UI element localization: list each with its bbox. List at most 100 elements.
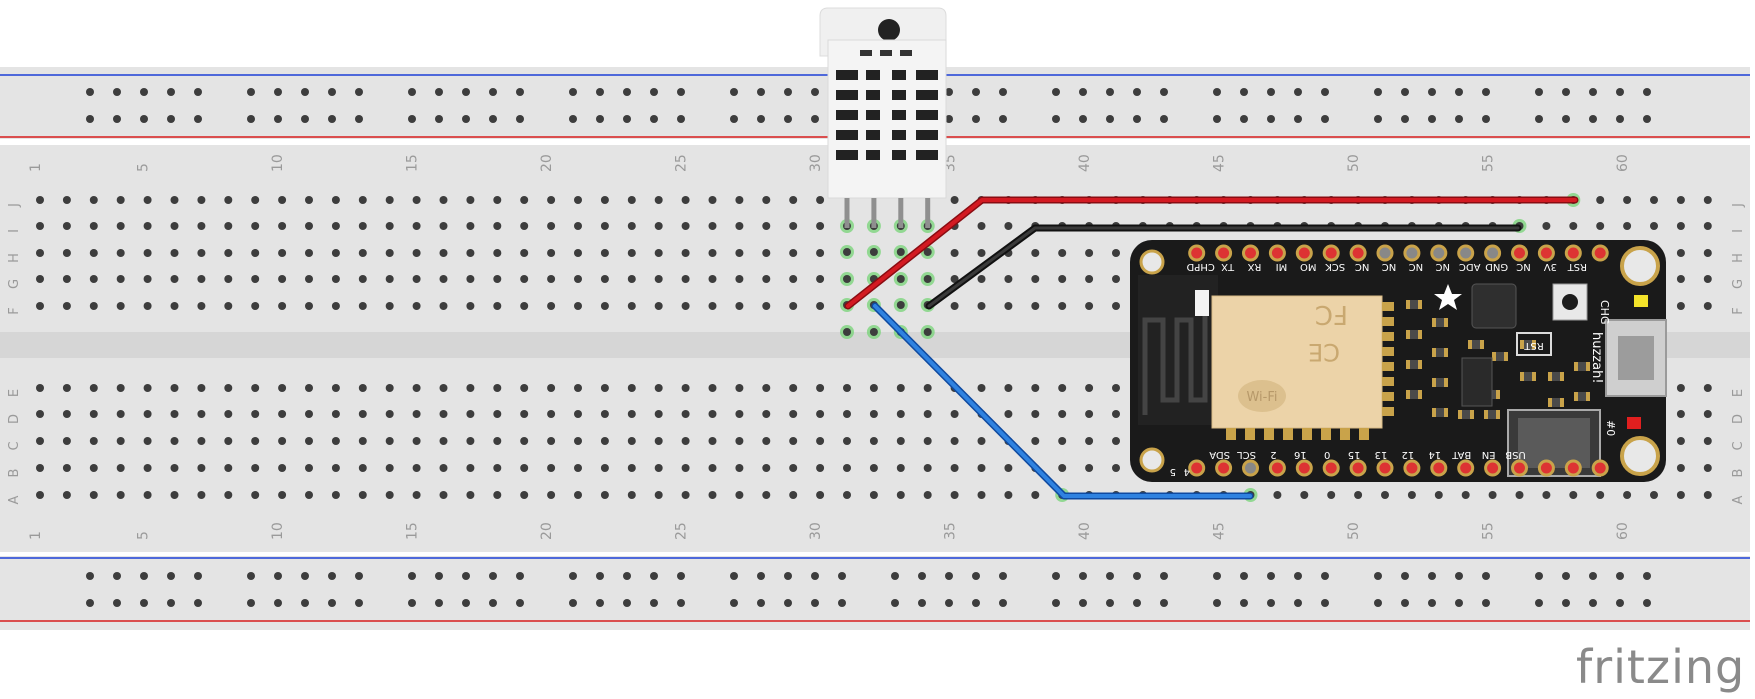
bottom-rail-hole[interactable] <box>1428 572 1436 580</box>
breadboard-hole[interactable] <box>681 464 690 472</box>
top-rail-hole[interactable] <box>1240 115 1248 123</box>
bottom-rail-hole[interactable] <box>435 599 443 607</box>
breadboard-hole[interactable] <box>331 222 340 230</box>
breadboard-hole[interactable] <box>224 384 233 392</box>
breadboard-hole[interactable] <box>762 196 771 204</box>
breadboard-hole[interactable] <box>197 410 206 418</box>
breadboard-hole[interactable] <box>412 275 421 283</box>
bottom-rail-hole[interactable] <box>301 572 309 580</box>
breadboard-hole[interactable] <box>627 302 636 310</box>
header-pin[interactable] <box>1511 244 1528 262</box>
breadboard-hole[interactable] <box>466 410 475 418</box>
bottom-rail-hole[interactable] <box>274 572 282 580</box>
breadboard-hole[interactable] <box>843 464 851 472</box>
breadboard-hole[interactable] <box>654 384 663 392</box>
header-pin[interactable] <box>1242 244 1259 262</box>
breadboard-hole[interactable] <box>735 410 744 418</box>
breadboard-hole[interactable] <box>1273 491 1282 499</box>
breadboard-hole[interactable] <box>1650 222 1658 230</box>
bottom-rail-hole[interactable] <box>516 572 524 580</box>
breadboard-hole[interactable] <box>547 464 556 472</box>
bottom-rail-hole[interactable] <box>1401 599 1409 607</box>
breadboard-hole[interactable] <box>520 222 529 230</box>
breadboard-hole[interactable] <box>1623 196 1632 204</box>
top-rail-hole[interactable] <box>1133 88 1141 96</box>
breadboard-hole[interactable] <box>1515 491 1524 499</box>
breadboard-hole[interactable] <box>385 222 394 230</box>
breadboard-hole[interactable] <box>62 302 71 310</box>
top-rail-hole[interactable] <box>1589 115 1597 123</box>
breadboard-hole[interactable] <box>735 464 744 472</box>
top-rail-hole[interactable] <box>462 88 470 96</box>
breadboard-hole[interactable] <box>547 275 556 283</box>
breadboard-hole[interactable] <box>600 437 609 445</box>
top-rail-hole[interactable] <box>1455 115 1463 123</box>
breadboard-hole[interactable] <box>224 410 233 418</box>
breadboard-hole[interactable] <box>869 328 878 336</box>
breadboard-hole[interactable] <box>762 464 771 472</box>
breadboard-hole[interactable] <box>520 302 529 310</box>
breadboard-hole[interactable] <box>627 464 636 472</box>
breadboard-hole[interactable] <box>600 196 609 204</box>
breadboard-hole[interactable] <box>1703 384 1712 392</box>
top-rail-hole[interactable] <box>194 88 202 96</box>
breadboard-hole[interactable] <box>950 491 959 499</box>
breadboard-hole[interactable] <box>89 464 98 472</box>
breadboard-hole[interactable] <box>896 301 905 309</box>
bottom-rail-hole[interactable] <box>408 572 416 580</box>
breadboard-hole[interactable] <box>574 437 582 445</box>
breadboard-hole[interactable] <box>762 384 771 392</box>
breadboard-hole[interactable] <box>224 275 233 283</box>
bottom-rail-hole[interactable] <box>1562 599 1570 607</box>
breadboard-hole[interactable] <box>1488 491 1497 499</box>
breadboard-hole[interactable] <box>143 384 152 392</box>
breadboard-hole[interactable] <box>574 222 582 230</box>
bottom-rail-hole[interactable] <box>1240 572 1248 580</box>
bottom-rail-hole[interactable] <box>838 599 846 607</box>
top-rail-hole[interactable] <box>757 88 765 96</box>
header-pin[interactable] <box>1457 459 1475 477</box>
breadboard-hole[interactable] <box>1596 222 1605 230</box>
breadboard-hole[interactable] <box>1085 384 1094 392</box>
breadboard-hole[interactable] <box>1703 464 1712 472</box>
breadboard-hole[interactable] <box>735 196 744 204</box>
breadboard-hole[interactable] <box>493 249 502 257</box>
breadboard-hole[interactable] <box>681 222 690 230</box>
bottom-rail-hole[interactable] <box>194 572 202 580</box>
breadboard-hole[interactable] <box>116 302 125 310</box>
breadboard-hole[interactable] <box>1112 410 1120 418</box>
header-pin[interactable] <box>1188 244 1206 262</box>
breadboard-hole[interactable] <box>735 491 744 499</box>
breadboard-hole[interactable] <box>493 222 502 230</box>
breadboard-hole[interactable] <box>1031 275 1040 283</box>
breadboard-hole[interactable] <box>278 491 287 499</box>
breadboard-hole[interactable] <box>869 410 878 418</box>
breadboard-hole[interactable] <box>1703 491 1712 499</box>
breadboard-hole[interactable] <box>1676 464 1685 472</box>
breadboard-hole[interactable] <box>278 249 287 257</box>
breadboard-hole[interactable] <box>735 384 744 392</box>
bottom-rail-hole[interactable] <box>489 599 497 607</box>
header-pin[interactable] <box>1484 459 1502 477</box>
breadboard-hole[interactable] <box>1703 196 1712 204</box>
breadboard-hole[interactable] <box>493 410 502 418</box>
bottom-rail-hole[interactable] <box>1294 599 1302 607</box>
breadboard-hole[interactable] <box>89 275 98 283</box>
bottom-rail-hole[interactable] <box>435 572 443 580</box>
breadboard-hole[interactable] <box>331 196 340 204</box>
breadboard-hole[interactable] <box>708 196 717 204</box>
breadboard-hole[interactable] <box>358 222 367 230</box>
bottom-rail-hole[interactable] <box>1455 572 1463 580</box>
bottom-rail-hole[interactable] <box>328 572 336 580</box>
breadboard-hole[interactable] <box>816 437 825 445</box>
breadboard-hole[interactable] <box>143 491 152 499</box>
breadboard-hole[interactable] <box>1327 491 1336 499</box>
breadboard-hole[interactable] <box>520 464 529 472</box>
breadboard-hole[interactable] <box>305 437 313 445</box>
breadboard-hole[interactable] <box>574 275 582 283</box>
breadboard-hole[interactable] <box>547 196 556 204</box>
breadboard-hole[interactable] <box>762 302 771 310</box>
breadboard-hole[interactable] <box>1112 302 1120 310</box>
breadboard-hole[interactable] <box>305 196 313 204</box>
top-rail-hole[interactable] <box>1106 115 1114 123</box>
